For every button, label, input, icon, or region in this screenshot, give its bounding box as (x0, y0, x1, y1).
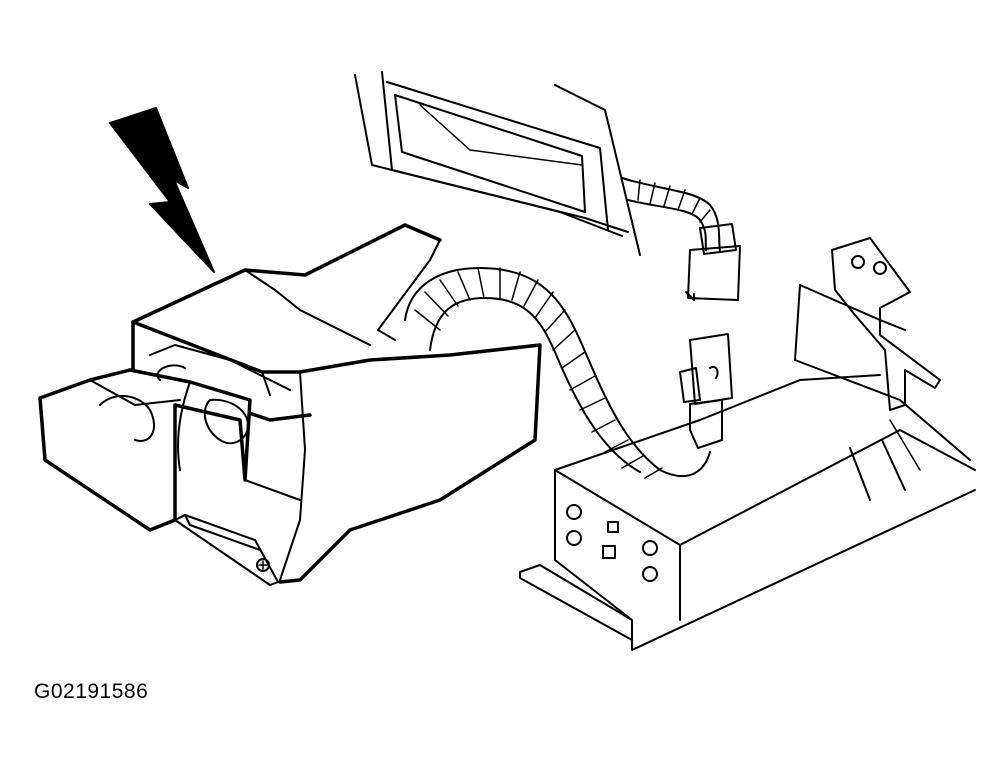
mounting-bracket (794, 237, 941, 411)
arrow-pointer-icon (109, 107, 215, 273)
figure-id-label: G02191586 (34, 680, 149, 703)
dash-panel (354, 71, 641, 256)
control-module (519, 359, 976, 651)
main-harness (404, 267, 733, 479)
housing-assembly (38, 223, 542, 586)
upper-harness (621, 177, 741, 301)
